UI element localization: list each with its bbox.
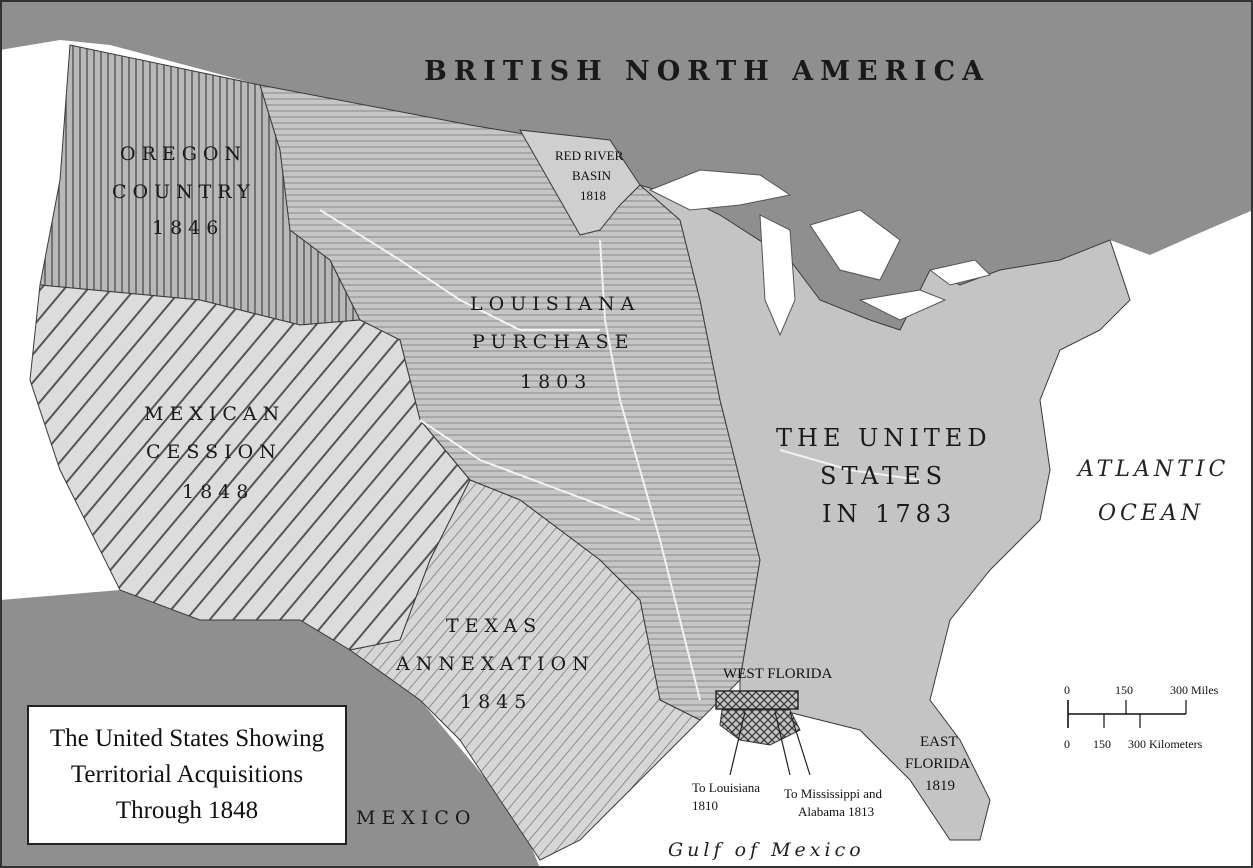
label-mexican-cession-3: 1848 xyxy=(182,481,254,503)
label-atlantic-2: OCEAN xyxy=(1098,501,1204,526)
label-united-states-2: STATES xyxy=(820,462,947,490)
label-east-florida-3: 1819 xyxy=(925,778,955,794)
label-atlantic-1: ATLANTIC xyxy=(1076,457,1229,482)
scale-km-150: 150 xyxy=(1093,737,1111,751)
scale-miles-150: 150 xyxy=(1115,683,1133,697)
label-to-mississippi-1: To Mississippi and xyxy=(784,786,883,801)
scale-miles-300: 300 Miles xyxy=(1170,683,1219,697)
scale-miles-0: 0 xyxy=(1064,683,1070,697)
label-oregon-2: COUNTRY xyxy=(112,181,256,203)
texas-annexation-area xyxy=(348,479,701,861)
label-united-states-1: THE UNITED xyxy=(776,424,992,452)
label-oregon-1: OREGON xyxy=(120,143,247,165)
united-states-1783-area xyxy=(639,184,1131,841)
map-title-line-2: Territorial Acquisitions xyxy=(70,761,304,788)
scale-km-0: 0 xyxy=(1064,737,1070,751)
red-river-basin-area xyxy=(519,129,641,236)
label-british-north-america: BRITISH NORTH AMERICA xyxy=(424,56,990,87)
scale-bar: 0 150 300 Miles 0 150 300 Kilometers xyxy=(1064,683,1219,751)
label-to-louisiana-2: 1810 xyxy=(692,798,718,813)
label-united-states-3: IN 1783 xyxy=(822,500,956,528)
scale-km-300: 300 Kilometers xyxy=(1128,737,1203,751)
label-louisiana-2: PURCHASE xyxy=(472,331,634,353)
label-louisiana-1: LOUISIANA xyxy=(470,293,640,315)
label-east-florida-1: EAST xyxy=(920,734,958,750)
rivers xyxy=(319,209,921,701)
label-to-mississippi-2: Alabama 1813 xyxy=(798,804,874,819)
label-to-louisiana-1: To Louisiana xyxy=(692,780,760,795)
label-gulf-of-mexico: Gulf of Mexico xyxy=(668,839,865,861)
west-florida-box xyxy=(715,690,799,710)
label-mexican-cession-2: CESSION xyxy=(146,441,282,463)
label-mexico: MEXICO xyxy=(356,807,476,829)
label-texas-2: ANNEXATION xyxy=(395,653,595,675)
label-louisiana-3: 1803 xyxy=(520,371,592,393)
great-lakes xyxy=(648,169,991,337)
label-west-florida: WEST FLORIDA xyxy=(723,666,832,682)
label-red-river-3: 1818 xyxy=(580,188,606,203)
west-florida-area xyxy=(719,709,801,746)
label-oregon-3: 1846 xyxy=(152,217,224,239)
annotation-lines xyxy=(729,711,811,776)
label-texas-3: 1845 xyxy=(460,691,532,713)
label-red-river-1: RED RIVER xyxy=(555,148,624,163)
map-title-box: The United States Showing Territorial Ac… xyxy=(27,705,347,845)
map-title-line-1: The United States Showing xyxy=(49,725,325,752)
label-east-florida-2: FLORIDA xyxy=(905,756,970,772)
label-red-river-2: BASIN xyxy=(572,168,612,183)
map-title-line-3: Through 1848 xyxy=(115,797,259,824)
label-texas-1: TEXAS xyxy=(446,615,542,637)
label-mexican-cession-1: MEXICAN xyxy=(144,403,285,425)
